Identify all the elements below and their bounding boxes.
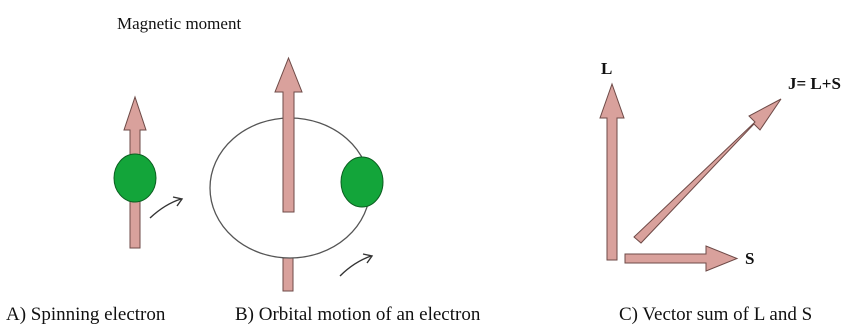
panel-vector-sum: L S J= L+S bbox=[599, 59, 841, 272]
vector-j-arrow bbox=[633, 98, 782, 244]
spinning-electron bbox=[113, 153, 157, 203]
orbit-direction-arrow bbox=[339, 253, 374, 277]
vector-j-label: J= L+S bbox=[788, 74, 841, 93]
caption-a: A) Spinning electron bbox=[6, 304, 166, 325]
panel-orbital-motion: Magnetic moment bbox=[117, 14, 384, 292]
vector-l-arrow bbox=[599, 82, 625, 261]
panel-spinning-electron bbox=[113, 95, 184, 249]
orbital-moment-arrow bbox=[274, 56, 303, 213]
vector-s-label: S bbox=[745, 249, 754, 268]
vector-l-label: L bbox=[601, 59, 612, 78]
caption-c: C) Vector sum of L and S bbox=[619, 304, 812, 325]
caption-b: B) Orbital motion of an electron bbox=[235, 304, 481, 325]
spin-rotation-arrow bbox=[149, 196, 184, 219]
orbital-moment-arrow-tail bbox=[282, 257, 294, 292]
orbiting-electron bbox=[340, 156, 384, 208]
vector-s-arrow bbox=[624, 245, 739, 272]
magnetic-moment-label: Magnetic moment bbox=[117, 14, 241, 33]
